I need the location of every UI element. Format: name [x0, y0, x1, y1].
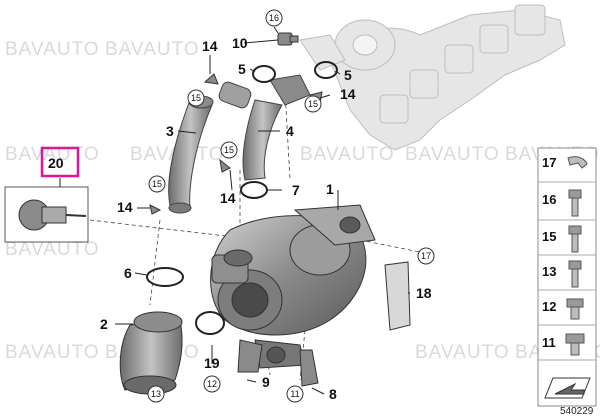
circle-15: [220, 141, 238, 159]
arrow-icon: [544, 377, 591, 399]
watermark-text: BAVAUTO: [405, 144, 500, 165]
svg-text:11: 11: [290, 389, 299, 399]
watermark-text: BAVAUTO: [5, 239, 100, 260]
circle-17: [417, 247, 435, 265]
label-14: 14: [117, 199, 133, 215]
label-18: 18: [416, 285, 432, 301]
label-14: 14: [340, 86, 356, 102]
label-19: 19: [204, 355, 220, 371]
side-item-15-label: 15: [542, 229, 556, 244]
watermark-text: BAVAUTO: [5, 39, 100, 60]
side-item-13-label: 13: [542, 264, 556, 279]
label-14: 14: [220, 190, 236, 206]
label-8: 8: [329, 386, 337, 402]
side-item-17-label: 17: [542, 155, 556, 170]
bolt-13-icon: [568, 260, 582, 288]
circle-12: [203, 375, 221, 393]
bolt-16-icon: [568, 189, 582, 217]
circled-part-labels: [147, 9, 435, 403]
svg-text:15: 15: [152, 179, 162, 189]
bolt-15-icon: [568, 225, 582, 253]
main-part-labels: 10 14 5 5 14 3 4 1 7 14 14 6 2 18 19 9 8…: [48, 35, 432, 402]
label-2: 2: [100, 316, 108, 332]
highlight-box-20: [40, 146, 80, 178]
circle-13: [147, 385, 165, 403]
nut-12-icon: [566, 298, 584, 320]
side-item-11-label: 11: [542, 335, 556, 350]
o-rings: [146, 61, 338, 335]
svg-text:16: 16: [269, 13, 279, 23]
svg-text:13: 13: [151, 389, 161, 399]
watermark-text: BAVAUTO: [415, 342, 510, 363]
side-item-12-label: 12: [542, 299, 556, 314]
label-14: 14: [202, 38, 218, 54]
circle-15: [304, 95, 322, 113]
svg-text:15: 15: [191, 93, 201, 103]
svg-text:12: 12: [207, 379, 217, 389]
label-4: 4: [286, 123, 294, 139]
label-1: 1: [326, 181, 334, 197]
nut-11-icon: [565, 333, 585, 356]
svg-text:15: 15: [224, 145, 234, 155]
watermark-text: BAVAUTO: [5, 342, 100, 363]
reference-number: 540229: [560, 406, 594, 417]
exhaust-manifold-illustration: [299, 4, 566, 151]
label-6: 6: [124, 265, 132, 281]
turbocharger-assembly: [210, 204, 376, 369]
small-parts: [149, 32, 411, 387]
circled-label-text: 16 15 15 15 15 17 12 11 13: [151, 13, 431, 399]
watermark-text: BAVAUTO: [105, 39, 200, 60]
watermark-text: BAVAUTO: [300, 144, 395, 165]
side-item-16-label: 16: [542, 192, 556, 207]
label-20: 20: [48, 155, 64, 171]
label-7: 7: [292, 182, 300, 198]
label-9: 9: [262, 374, 270, 390]
label-3: 3: [166, 123, 174, 139]
label-leaders: [115, 26, 410, 395]
label-5: 5: [238, 61, 246, 77]
charge-pipe-4: [242, 74, 311, 181]
label-10: 10: [232, 35, 248, 51]
svg-text:17: 17: [421, 251, 431, 261]
circle-15: [187, 89, 205, 107]
circle-16: [265, 9, 283, 27]
wastegate-actuator-20: [4, 178, 89, 243]
svg-text:15: 15: [308, 99, 318, 109]
clip-icon: [567, 156, 588, 169]
circle-15: [148, 175, 166, 193]
circle-11: [286, 385, 304, 403]
label-5: 5: [344, 67, 352, 83]
side-parts-panel: 17 16 15 13 12 11: [537, 147, 597, 407]
